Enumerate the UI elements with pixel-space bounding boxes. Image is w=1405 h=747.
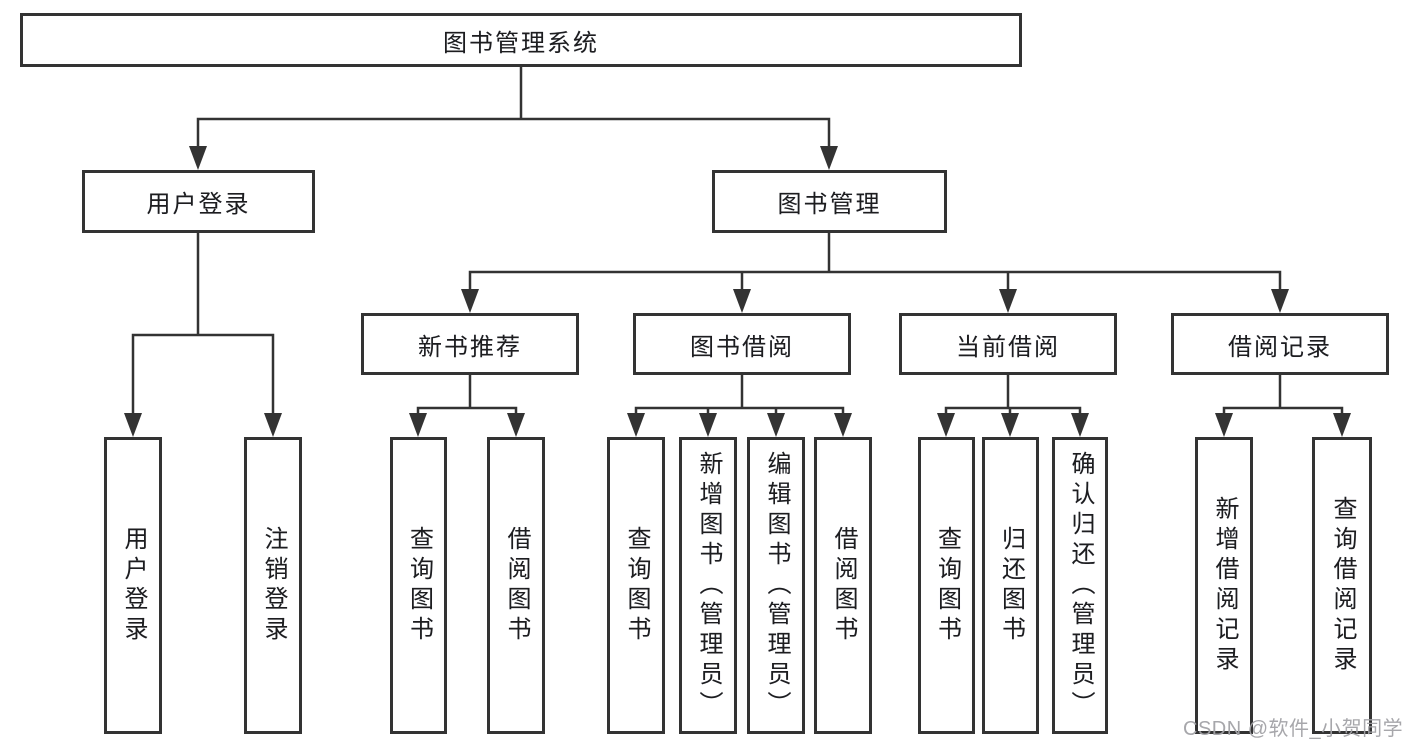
arrowhead-icon [409, 413, 427, 437]
arrowhead-icon [1071, 413, 1089, 437]
leaf-edit-book: 编辑图书（管理员） [747, 437, 805, 734]
leaf-borrow-book-a: 借阅图书 [487, 437, 545, 734]
arrowhead-icons [124, 146, 1351, 437]
connector-new-book-rec-to-leaves [416, 373, 518, 415]
connector-borrow-record-to-leaves [1222, 373, 1344, 415]
arrowhead-icon [1333, 413, 1351, 437]
arrowhead-icon [1215, 413, 1233, 437]
connector-book-borrow-to-leaves [634, 373, 845, 415]
arrowhead-icon [507, 413, 525, 437]
leaf-logout: 注销登录 [244, 437, 302, 734]
arrowhead-icon [1001, 413, 1019, 437]
leaf-query-book-c: 查询图书 [918, 437, 975, 734]
connector-user-login-to-leaves [131, 231, 275, 416]
connector-root-to-level2 [196, 65, 831, 148]
leaf-return-book: 归还图书 [982, 437, 1039, 734]
arrowhead-icon [767, 413, 785, 437]
arrowhead-icon [937, 413, 955, 437]
node-root: 图书管理系统 [20, 13, 1022, 67]
arrowhead-icon [699, 413, 717, 437]
leaf-confirm-return: 确认归还（管理员） [1052, 437, 1108, 734]
arrowhead-icon [834, 413, 852, 437]
node-current-borrow: 当前借阅 [899, 313, 1117, 375]
arrowhead-icon [627, 413, 645, 437]
leaf-query-book-a: 查询图书 [390, 437, 447, 734]
node-user-login: 用户登录 [82, 170, 315, 233]
leaf-borrow-book-b: 借阅图书 [814, 437, 872, 734]
node-book-mgmt: 图书管理 [712, 170, 947, 233]
arrowhead-icon [733, 289, 751, 313]
connector-book-mgmt-to-level3 [468, 231, 1282, 291]
leaf-add-record: 新增借阅记录 [1195, 437, 1253, 734]
arrowhead-icon [264, 413, 282, 437]
leaf-user-login: 用户登录 [104, 437, 162, 734]
leaf-query-record: 查询借阅记录 [1312, 437, 1372, 734]
leaf-add-book: 新增图书（管理员） [679, 437, 737, 734]
leaf-query-book-b: 查询图书 [607, 437, 665, 734]
arrowhead-icon [189, 146, 207, 170]
arrowhead-icon [820, 146, 838, 170]
connector-current-borrow-to-leaves [944, 373, 1082, 415]
arrowhead-icon [1271, 289, 1289, 313]
node-new-book-rec: 新书推荐 [361, 313, 579, 375]
node-borrow-record: 借阅记录 [1171, 313, 1389, 375]
arrowhead-icon [461, 289, 479, 313]
arrowhead-icon [999, 289, 1017, 313]
csdn-watermark: CSDN @软件_小贺同学 [1183, 718, 1404, 740]
node-book-borrow: 图书借阅 [633, 313, 851, 375]
arrowhead-icon [124, 413, 142, 437]
